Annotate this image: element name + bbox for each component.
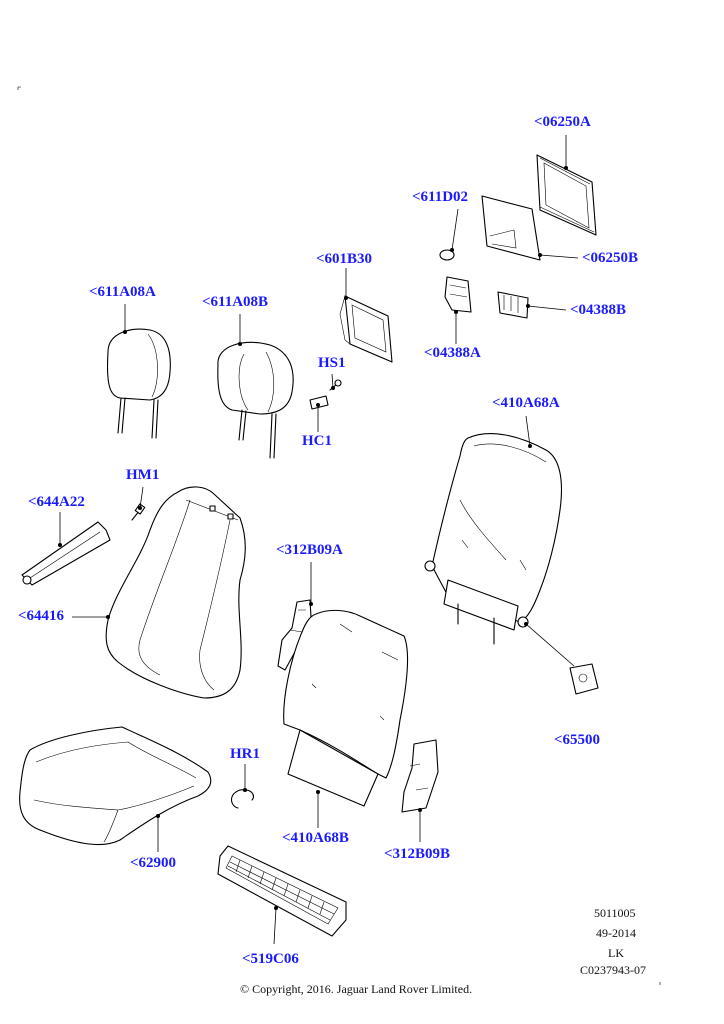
part-HC1-clip <box>309 395 329 410</box>
leader-lines <box>58 135 579 945</box>
figure-model: LK <box>608 946 624 960</box>
part-06250A-frame <box>536 154 597 236</box>
callout-HM1[interactable]: HM1 <box>126 467 160 483</box>
part-HR1-clip <box>230 789 255 809</box>
figure-date: 49-2014 <box>596 926 636 940</box>
callout-312B09B[interactable]: <312B09B <box>384 846 451 862</box>
part-410A68B-back-panel <box>283 609 409 807</box>
part-04388A-bracket <box>444 276 472 313</box>
callout-04388A[interactable]: <04388A <box>424 345 481 361</box>
callout-410A68B[interactable]: <410A68B <box>282 830 349 846</box>
part-HM1-bolt <box>131 503 146 521</box>
callout-06250A[interactable]: <06250A <box>534 114 591 130</box>
part-04388B-connector <box>497 291 529 319</box>
callout-611A08A[interactable]: <611A08A <box>89 284 156 300</box>
part-65500-motor <box>569 663 599 695</box>
part-410A68A-frame <box>424 432 563 645</box>
callout-312B09A[interactable]: <312B09A <box>276 542 343 558</box>
callout-HR1[interactable]: HR1 <box>230 746 260 762</box>
callout-04388B[interactable]: <04388B <box>570 302 627 318</box>
part-06250B-panel <box>481 195 541 261</box>
callout-62900[interactable]: <62900 <box>130 855 177 871</box>
corner-mark-top-left <box>17 86 21 90</box>
part-312B09A-bracket <box>277 599 313 671</box>
callout-611A08B[interactable]: <611A08B <box>202 294 269 310</box>
copyright-notice: © Copyright, 2016. Jaguar Land Rover Lim… <box>240 982 473 996</box>
callout-HC1[interactable]: HC1 <box>302 433 332 449</box>
part-312B09B-bracket <box>401 739 439 813</box>
callout-06250B[interactable]: <06250B <box>582 250 639 266</box>
callout-65500[interactable]: <65500 <box>554 732 601 748</box>
callout-HS1[interactable]: HS1 <box>318 355 346 371</box>
part-519C06-mesh <box>217 845 347 937</box>
callout-64416[interactable]: <64416 <box>18 608 65 624</box>
part-611A08B-headrest <box>217 341 294 459</box>
callout-601B30[interactable]: <601B30 <box>316 251 373 267</box>
part-611A08A-headrest <box>106 328 171 439</box>
callout-410A68A[interactable]: <410A68A <box>492 395 560 411</box>
figure-reference: C0237943-07 <box>580 963 646 977</box>
part-62900-cushion <box>19 726 212 846</box>
callout-519C06[interactable]: <519C06 <box>242 951 299 967</box>
figure-code: 5011005 <box>594 906 636 920</box>
part-64416-backrest-cover <box>105 486 246 699</box>
part-611D02-clip <box>439 249 455 261</box>
part-601B30-bezel <box>339 295 393 363</box>
part-644A22-trim <box>21 521 111 586</box>
callout-644A22[interactable]: <644A22 <box>28 494 85 510</box>
callout-611D02[interactable]: <611D02 <box>412 189 469 205</box>
